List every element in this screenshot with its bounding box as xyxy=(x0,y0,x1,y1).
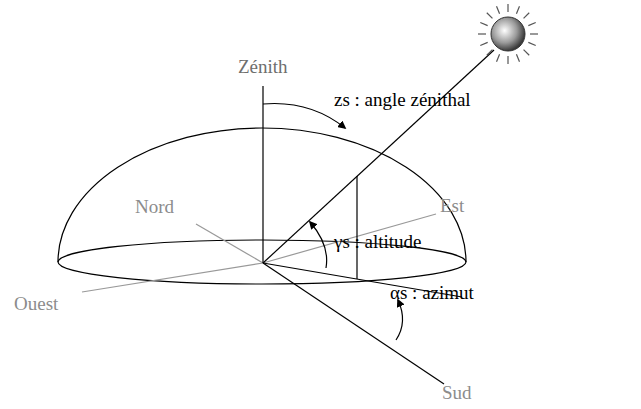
sun-ray-stroke xyxy=(497,54,500,61)
sun-ray-stroke xyxy=(528,23,535,26)
sun-ray-stroke xyxy=(530,33,538,34)
west-line xyxy=(82,263,263,292)
south-line xyxy=(263,263,444,384)
sun-ray-stroke xyxy=(478,33,486,34)
sun-ray-stroke xyxy=(480,42,487,45)
sun-ray-stroke xyxy=(507,4,508,12)
sun-ray-stroke xyxy=(480,23,487,26)
azimuth-label: αs : azimut xyxy=(388,283,476,304)
east-label: Est xyxy=(438,196,466,217)
azimuth-arc xyxy=(396,300,403,340)
zenith-line xyxy=(262,86,263,263)
west-label: Ouest xyxy=(12,294,60,315)
sun-symbol xyxy=(478,4,538,64)
sun-ray-stroke xyxy=(487,50,493,56)
sun-ray-stroke xyxy=(516,6,519,13)
sun-ray-stroke xyxy=(507,56,508,64)
north-line xyxy=(196,224,263,263)
altitude-arc xyxy=(310,222,327,268)
north-label: Nord xyxy=(133,197,176,218)
sun-ray-stroke xyxy=(516,54,519,61)
sun-ray-stroke xyxy=(524,13,530,19)
vertical-projection xyxy=(356,176,357,279)
sun-ray-stroke xyxy=(497,6,500,13)
sun-ray-stroke xyxy=(528,42,535,45)
south-label: Sud xyxy=(440,383,474,404)
sun-ray xyxy=(263,50,494,263)
zenith-angle-arc xyxy=(263,104,345,129)
sun-ray-stroke xyxy=(524,50,530,56)
zenith-label: Zénith xyxy=(236,57,290,78)
altitude-label: γs : altitude xyxy=(332,232,424,253)
celestial-dome xyxy=(58,128,466,262)
zenith-angle-label: zs : angle zénithal xyxy=(332,90,473,111)
sun-ray-stroke xyxy=(487,13,493,19)
